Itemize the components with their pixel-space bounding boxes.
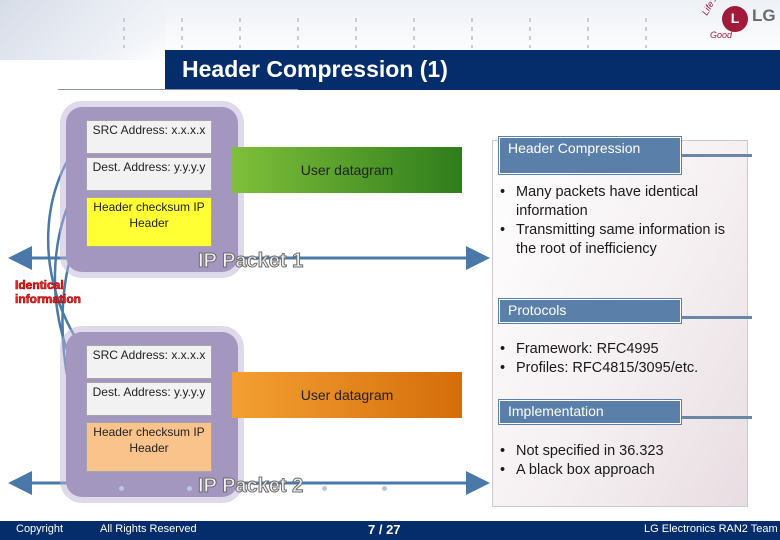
page-number: 7 / 27: [368, 522, 401, 537]
user-datagram-box: User datagram: [232, 147, 462, 193]
section-protocols: Protocols: [499, 299, 681, 323]
decorative-dash: [123, 18, 125, 48]
src-address-field: SRC Address: x.x.x.x: [86, 120, 212, 154]
lg-logo-face-icon: L: [730, 10, 740, 26]
decorative-dash: [297, 18, 299, 48]
ip-packet-2-label: IP Packet 2: [197, 475, 304, 498]
decorative-dash: [355, 18, 357, 48]
identical-information-label: Identical information: [15, 278, 82, 307]
decorative-dash: [645, 18, 647, 48]
decorative-dot: [187, 486, 192, 491]
bullet-item: Profiles: RFC4815/3095/etc.: [500, 359, 740, 378]
bullet-item: Transmitting same information is the roo…: [500, 221, 740, 259]
title-underline: [58, 89, 298, 90]
section-implementation: Implementation: [499, 400, 681, 424]
bullet-item: A black box approach: [500, 461, 740, 480]
src-address-field: SRC Address: x.x.x.x: [86, 345, 212, 379]
panel-rule: [680, 416, 752, 419]
logo-tagline: Good: [710, 30, 733, 40]
dest-address-field: Dest. Address: y.y.y.y: [86, 382, 212, 416]
user-datagram-box: User datagram: [232, 372, 462, 418]
decorative-dot: [382, 486, 387, 491]
bullet-item: Framework: RFC4995: [500, 340, 740, 359]
dest-address-field: Dest. Address: y.y.y.y: [86, 157, 212, 191]
decorative-dot: [322, 486, 327, 491]
page-title: Header Compression (1): [182, 56, 448, 82]
bullet-item: Many packets have identical information: [500, 183, 740, 221]
decorative-dash: [471, 18, 473, 48]
footer-team: LG Electronics RAN2 Team: [644, 523, 778, 535]
header-checksum-field: Header checksum IP Header: [86, 197, 212, 247]
lg-logo-icon: [722, 6, 748, 32]
footer-bar: [0, 521, 780, 540]
section-header-compression: Header Compression: [499, 137, 681, 174]
decorative-dash: [529, 18, 531, 48]
panel-rule: [680, 154, 752, 157]
bullet-item: Not specified in 36.323: [500, 442, 740, 461]
protocols-bullets: Framework: RFC4995 Profiles: RFC4815/309…: [500, 340, 740, 392]
title-bar: [165, 50, 780, 90]
top-banner-wedge: [0, 0, 165, 60]
lg-logo-text: LG: [752, 6, 776, 25]
decorative-dot: [119, 486, 124, 491]
decorative-dash: [239, 18, 241, 48]
panel-rule: [680, 316, 752, 319]
header-checksum-field: Header checksum IP Header: [86, 422, 212, 472]
decorative-dash: [587, 18, 589, 48]
decorative-dash: [181, 18, 183, 48]
footer-copyright: Copyright: [16, 523, 64, 535]
decorative-dash: [413, 18, 415, 48]
header-compression-bullets: Many packets have identical information …: [500, 183, 740, 259]
ip-packet-1-label: IP Packet 1: [197, 250, 304, 273]
implementation-bullets: Not specified in 36.323 A black box appr…: [500, 442, 740, 480]
footer-rights: All Rights Reserved: [100, 523, 197, 535]
